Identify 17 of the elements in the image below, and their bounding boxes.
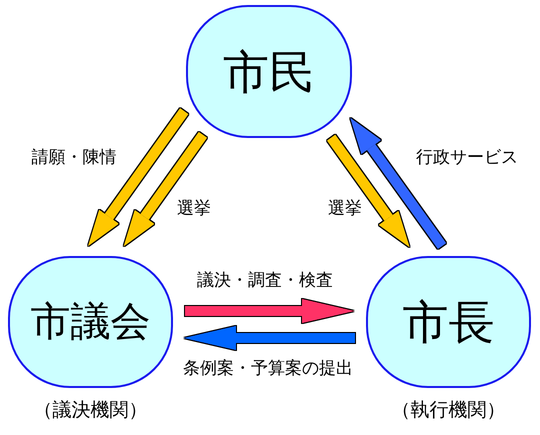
edge-label: 選挙	[328, 200, 362, 216]
edge-label: 選挙	[177, 200, 211, 216]
edge-label: 議決・調査・検査	[197, 272, 333, 288]
node-caption: （執行機関）	[392, 401, 506, 420]
node-label: 市議会	[30, 302, 150, 342]
node-caption: （議決機関）	[34, 401, 148, 420]
block-arrow	[184, 326, 355, 350]
edge-label: 行政サービス	[416, 148, 518, 166]
rounded-node	[186, 5, 352, 138]
block-arrow	[88, 108, 188, 246]
node-label: 市長	[402, 299, 494, 345]
node-label: 市民	[223, 48, 315, 94]
edge-label: 条例案・予算案の提出	[183, 360, 353, 376]
block-arrow	[327, 134, 410, 248]
block-arrow	[185, 299, 354, 323]
edge-label: 請願・陳情	[32, 148, 116, 166]
block-arrow	[124, 132, 207, 246]
